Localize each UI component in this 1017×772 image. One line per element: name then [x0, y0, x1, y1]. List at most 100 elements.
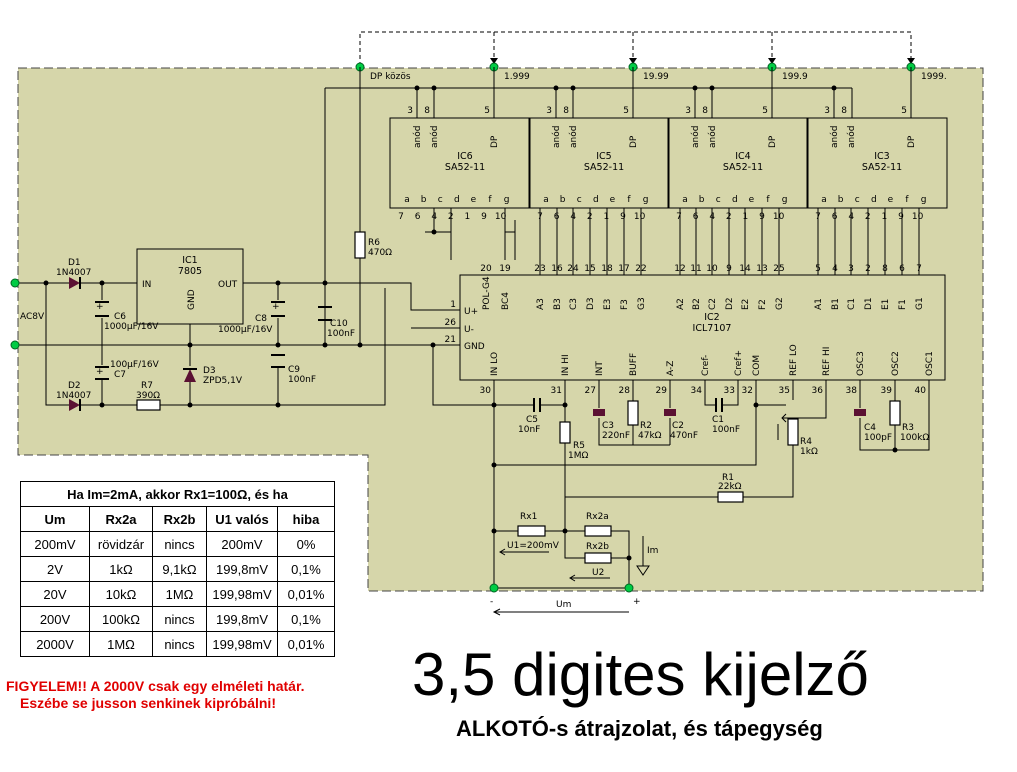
input-plus-terminal[interactable] — [624, 583, 634, 593]
display-segment-pin: 4 — [709, 212, 715, 222]
diode-d2 — [69, 399, 81, 411]
cell: 0,01% — [277, 631, 335, 657]
display-segment-letter: c — [438, 195, 443, 205]
icl-bottom-pin: 27 — [585, 386, 596, 396]
display-top-label: anód — [551, 126, 562, 148]
c7-value: 100µF/16V — [110, 360, 160, 370]
icl-bottom-label: Cref+ — [734, 350, 744, 376]
range-table: Ha Im=2mA, akkor Rx1=100Ω, és ha Um Rx2a… — [20, 481, 335, 657]
icl-top-pin: 5 — [815, 264, 821, 274]
display-segment-pin: 1 — [882, 212, 888, 222]
display-segment-pin: 9 — [759, 212, 765, 222]
display-segment-pin: 10 — [773, 212, 785, 222]
icl-bottom-pin: 33 — [724, 386, 735, 396]
rx2a-body — [584, 525, 612, 537]
icl-bottom-pin: 32 — [742, 386, 753, 396]
r7-value: 390Ω — [136, 391, 160, 401]
display-top-pin: 5 — [623, 106, 629, 116]
icl-bottom-label: REF LO — [789, 344, 799, 376]
d3-name: D3 — [203, 366, 216, 376]
cell: 2000V — [20, 631, 90, 657]
cell: 1MΩ — [89, 631, 153, 657]
display-segment-pin: 1 — [465, 212, 471, 222]
display-segment-letter: b — [838, 195, 844, 205]
r5-body — [559, 421, 571, 444]
dp-label-3: 199.9 — [782, 72, 808, 82]
c8-name: C8 — [255, 314, 267, 324]
icl-top-pin: 14 — [739, 264, 751, 274]
icl-top-pin: 8 — [882, 264, 888, 274]
icl-top-pin: 22 — [635, 264, 646, 274]
display-segment-letter: g — [782, 195, 788, 205]
c10-name: C10 — [330, 319, 348, 329]
r4-value: 1kΩ — [800, 447, 818, 457]
display-segment-letter: g — [504, 195, 510, 205]
icl-top-label: F2 — [758, 299, 768, 310]
display-name: IC3 — [874, 151, 889, 162]
icl-bottom-pin: 39 — [881, 386, 893, 396]
c3-value: 220nF — [602, 431, 630, 441]
icl-top-label: A2 — [676, 298, 686, 310]
display-body — [806, 117, 948, 209]
rx2b-body — [584, 552, 612, 564]
c2-name: C2 — [672, 421, 684, 431]
display-segment-pin: 4 — [570, 212, 576, 222]
regulator-in: IN — [142, 280, 151, 290]
display-top-pin: 5 — [484, 106, 490, 116]
input-minus-terminal[interactable] — [489, 583, 499, 593]
table-row: 200mV rövidzár nincs 200mV 0% — [20, 531, 335, 557]
r3-name: R3 — [902, 423, 914, 433]
display-segment-letter: c — [577, 195, 582, 205]
regulator-7805: IC1 7805 IN OUT GND — [136, 248, 244, 325]
display-top-pin: 5 — [901, 106, 907, 116]
icl-top-label: G3 — [637, 297, 647, 310]
c10-value: 100nF — [327, 329, 355, 339]
ac-terminal-2[interactable] — [10, 340, 20, 350]
ac-terminal-1[interactable] — [10, 278, 20, 288]
icl-top-pin: 18 — [601, 264, 613, 274]
display-top-label: anód — [568, 126, 579, 148]
display-segment-pin: 7 — [676, 212, 682, 222]
icl-top-label: C2 — [708, 298, 718, 310]
display-body — [667, 117, 809, 209]
c6-plus: + — [96, 302, 104, 312]
cell: 2V — [20, 556, 90, 582]
r3-body — [889, 400, 901, 426]
dp-selector-dashes — [359, 31, 912, 66]
cell: nincs — [152, 606, 207, 632]
dp-label-1: 1.999 — [504, 72, 530, 82]
capacitors — [95, 301, 723, 412]
display-segment-pin: 2 — [587, 212, 593, 222]
display-segment-pin: 9 — [481, 212, 487, 222]
display-segment-pin: 6 — [554, 212, 560, 222]
rx1-body — [517, 525, 546, 537]
icl-top-pin: 13 — [756, 264, 767, 274]
u2-label: U2 — [592, 568, 604, 578]
display-segment-pin: 2 — [448, 212, 454, 222]
icl-bottom-pin: 34 — [691, 386, 703, 396]
icl-top-label: B1 — [831, 298, 841, 310]
icl-top-label: E1 — [881, 299, 891, 310]
display-top-pin: 3 — [685, 106, 691, 116]
range-table-caption: Ha Im=2mA, akkor Rx1=100Ω, és ha — [20, 481, 335, 507]
icl-bottom-pin: 35 — [779, 386, 790, 396]
c5-value: 10nF — [518, 425, 540, 435]
icl-left-label: U+ — [464, 307, 478, 317]
c9-value: 100nF — [288, 375, 316, 385]
display-segment-letter: e — [749, 195, 755, 205]
junction-dots — [43, 85, 898, 561]
resistors — [136, 231, 901, 564]
icl-bottom-label: OSC1 — [925, 351, 935, 376]
icl-top-pin: 11 — [690, 264, 701, 274]
display-top-label: anód — [412, 126, 423, 148]
display-name: IC4 — [735, 151, 750, 162]
r4-name: R4 — [800, 437, 812, 447]
display-top-pin: 8 — [702, 106, 708, 116]
r2-name: R2 — [640, 421, 652, 431]
d2-name: D2 — [68, 381, 81, 391]
rx1-label: Rx1 — [520, 512, 537, 522]
